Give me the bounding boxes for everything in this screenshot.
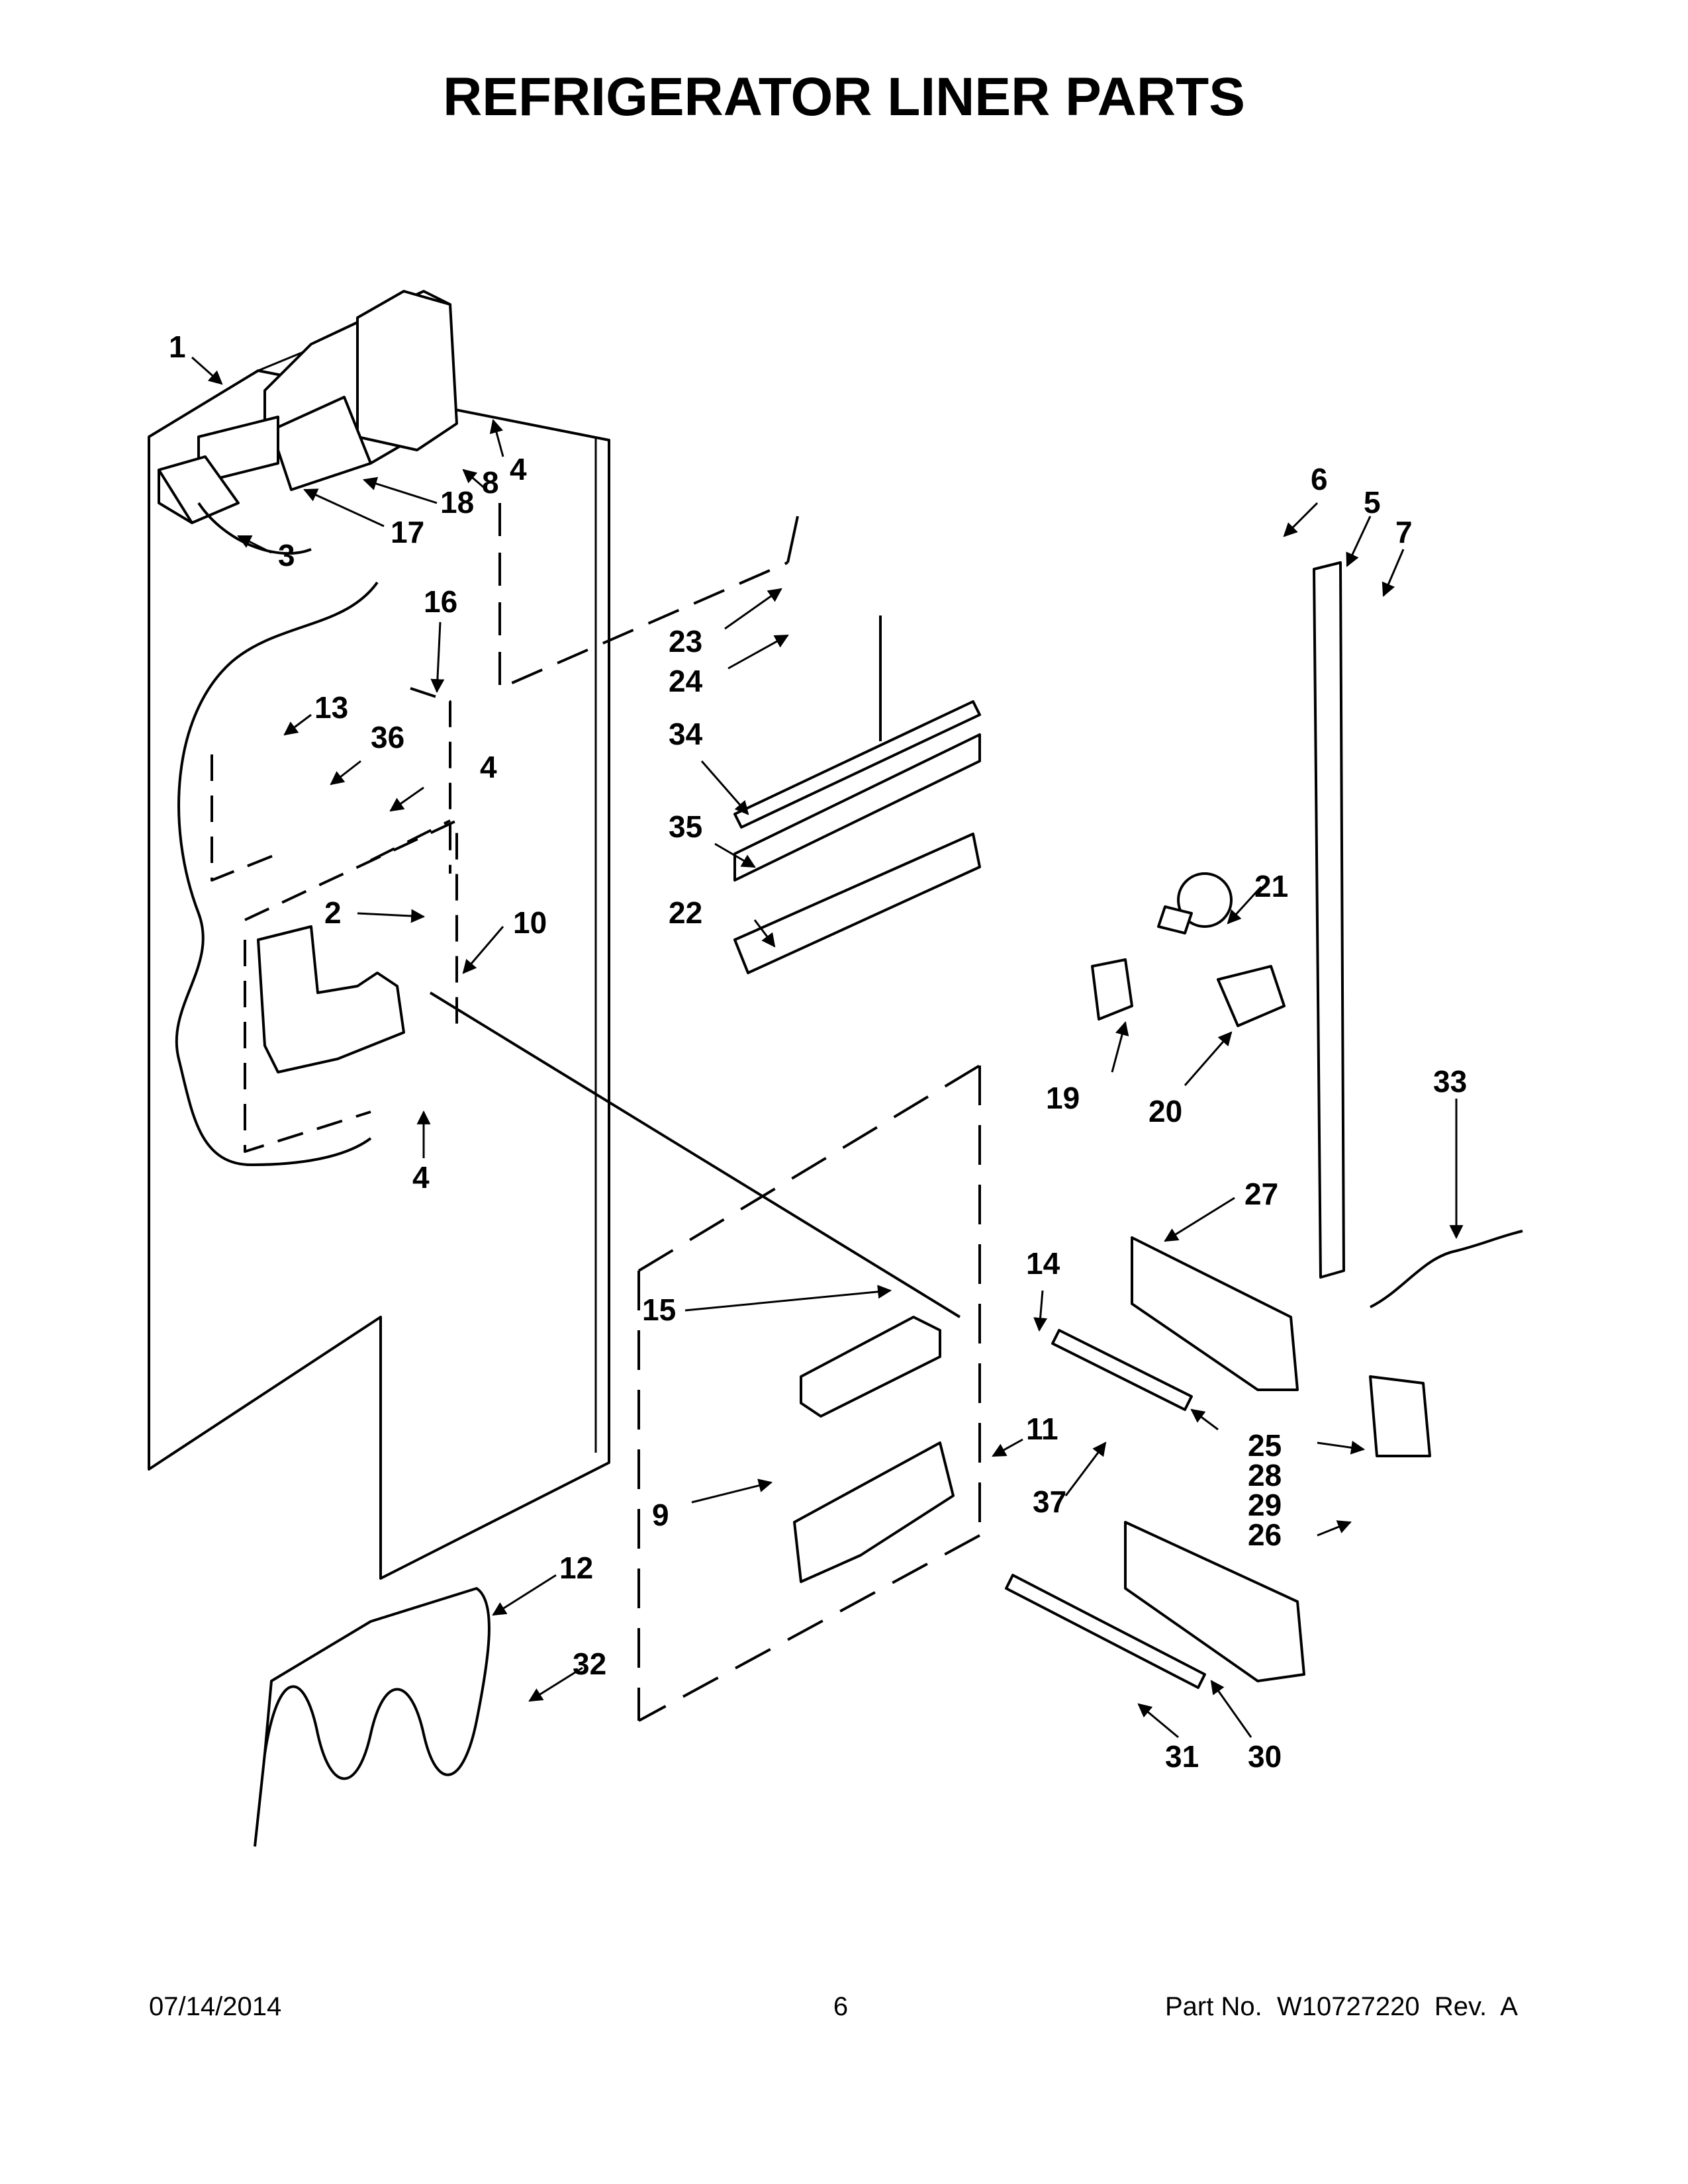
drawer-cover-15 xyxy=(800,1316,941,1418)
wire-harness xyxy=(175,581,379,1166)
callout-18: 18 xyxy=(440,485,474,520)
callout-14: 14 xyxy=(1026,1246,1060,1281)
callout-30: 30 xyxy=(1248,1739,1282,1774)
leader-line-main xyxy=(429,991,961,1318)
wire-harness-33 xyxy=(1370,1230,1523,1308)
callout-24: 24 xyxy=(669,664,703,698)
callout-31: 31 xyxy=(1165,1739,1199,1774)
housing-part-3 xyxy=(158,455,240,524)
rail-cover-27 xyxy=(1131,1236,1299,1391)
drawer-housing-11 xyxy=(793,1441,955,1583)
callout-labels: 1 2 3 4 4 4 5 6 7 8 9 10 11 12 13 14 15 … xyxy=(169,330,1467,1774)
callout-3: 3 xyxy=(278,538,295,572)
callout-1: 1 xyxy=(169,330,186,364)
callout-29: 29 xyxy=(1248,1488,1282,1522)
callout-9: 9 xyxy=(652,1498,669,1532)
callout-10: 10 xyxy=(513,905,547,940)
callout-28: 28 xyxy=(1248,1458,1282,1492)
callout-16: 16 xyxy=(424,584,457,619)
callout-32: 32 xyxy=(573,1647,606,1681)
callout-5: 5 xyxy=(1364,485,1381,520)
dashed-enclosure-11 xyxy=(637,1064,981,1722)
control-panel-25 xyxy=(1369,1375,1431,1457)
callout-34: 34 xyxy=(669,717,703,751)
callout-33: 33 xyxy=(1433,1064,1467,1099)
callout-26: 26 xyxy=(1248,1518,1282,1552)
callout-15: 15 xyxy=(642,1293,676,1327)
dashed-bracket-16 xyxy=(211,687,451,882)
footer-page-number: 6 xyxy=(833,1992,849,2021)
shelf-rail-35 xyxy=(733,733,981,882)
callout-7: 7 xyxy=(1395,515,1413,549)
evaporator-coil-12 xyxy=(254,1587,491,1847)
slide-rail-28 xyxy=(1051,1329,1193,1411)
page-title: REFRIGERATOR LINER PARTS xyxy=(443,67,1245,127)
callout-23: 23 xyxy=(669,624,702,659)
control-housing-part-2 xyxy=(257,925,405,1073)
callout-8: 8 xyxy=(482,465,499,500)
callout-27: 27 xyxy=(1244,1177,1278,1211)
callout-2: 2 xyxy=(324,895,342,930)
callout-4: 4 xyxy=(510,452,527,486)
footer-part-number: Part No. W10727220 Rev. A xyxy=(1165,1992,1518,2021)
callout-36: 36 xyxy=(371,720,404,754)
callout-17: 17 xyxy=(391,515,424,549)
vertical-track-5 xyxy=(1313,561,1345,1279)
callout-4: 4 xyxy=(480,750,497,784)
light-cover-20 xyxy=(1217,965,1286,1027)
air-duct-assembly xyxy=(197,290,458,491)
callout-19: 19 xyxy=(1046,1081,1080,1115)
shelf-rail-34 xyxy=(733,700,981,829)
dashed-bracket-10 xyxy=(244,819,458,1153)
light-socket-19 xyxy=(1091,958,1133,1021)
shelf-rail-22 xyxy=(733,833,981,974)
callout-leaders xyxy=(191,356,1464,1739)
callout-35: 35 xyxy=(669,809,702,844)
callout-13: 13 xyxy=(314,690,348,725)
footer-date: 07/14/2014 xyxy=(149,1992,282,2021)
callout-11: 11 xyxy=(1026,1412,1058,1446)
callout-12: 12 xyxy=(559,1551,593,1585)
callout-4: 4 xyxy=(412,1160,430,1195)
bulb-21 xyxy=(1157,872,1233,934)
dashed-link-top xyxy=(498,503,788,690)
rail-cover-29 xyxy=(1124,1521,1305,1682)
callout-6: 6 xyxy=(1311,462,1328,496)
callout-25: 25 xyxy=(1248,1428,1282,1463)
callout-22: 22 xyxy=(669,895,702,930)
slide-rail-30 xyxy=(1005,1574,1206,1689)
callout-20: 20 xyxy=(1149,1094,1182,1128)
callout-37: 37 xyxy=(1033,1484,1066,1519)
callout-21: 21 xyxy=(1254,869,1288,903)
